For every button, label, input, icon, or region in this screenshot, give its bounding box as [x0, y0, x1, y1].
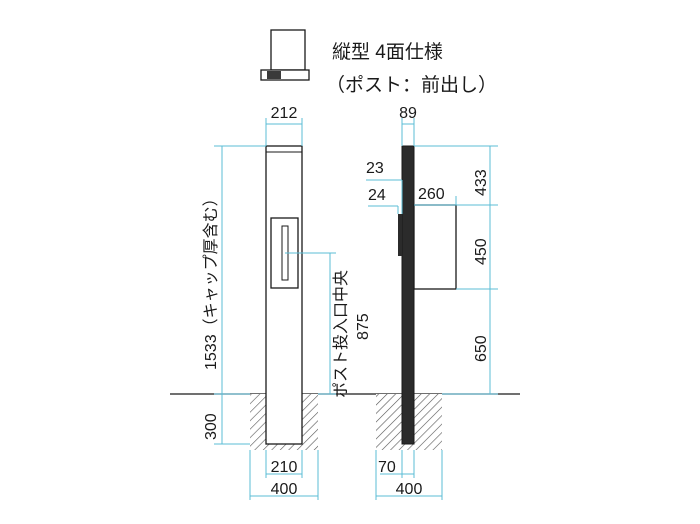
side-dim-450: 450: [473, 238, 490, 265]
front-inner-width: 210: [271, 459, 298, 476]
front-foundation-width: 400: [271, 481, 298, 498]
front-width-top: 212: [271, 105, 298, 122]
front-foundation-base: [250, 442, 318, 450]
title-line-1: 縦型 4面仕様: [332, 41, 443, 63]
side-dim-260: 260: [418, 186, 445, 203]
front-post-body: [265, 145, 303, 445]
title-line-2: （ポスト：前出し）: [326, 74, 497, 96]
side-foundation-base: [376, 442, 442, 450]
side-view: 89 23 24 260 433 450 650 70 400: [366, 105, 498, 500]
side-mailbox-box: [413, 204, 457, 290]
side-mailbox-front-panel: [398, 214, 402, 256]
side-post-body: [401, 145, 415, 445]
post-thumbnail-icon: [260, 29, 310, 81]
side-dim-24: 24: [368, 187, 386, 204]
side-dim-433: 433: [473, 169, 490, 196]
front-height-total: 1533（キャップ厚含む）: [202, 190, 220, 370]
front-slot-label: ポスト投入口中央: [332, 270, 350, 398]
side-dim-23: 23: [366, 160, 384, 177]
side-width-top: 89: [399, 105, 417, 122]
front-slot-height: 875: [355, 313, 372, 340]
side-foundation-width: 400: [396, 481, 423, 498]
side-dim-650: 650: [473, 335, 490, 362]
front-foundation-depth: 300: [203, 413, 220, 440]
side-inner-width: 70: [378, 459, 396, 476]
front-view: 212 1533（キャップ厚含む） 300 ポスト投入口中央 875 210 4…: [202, 105, 372, 500]
